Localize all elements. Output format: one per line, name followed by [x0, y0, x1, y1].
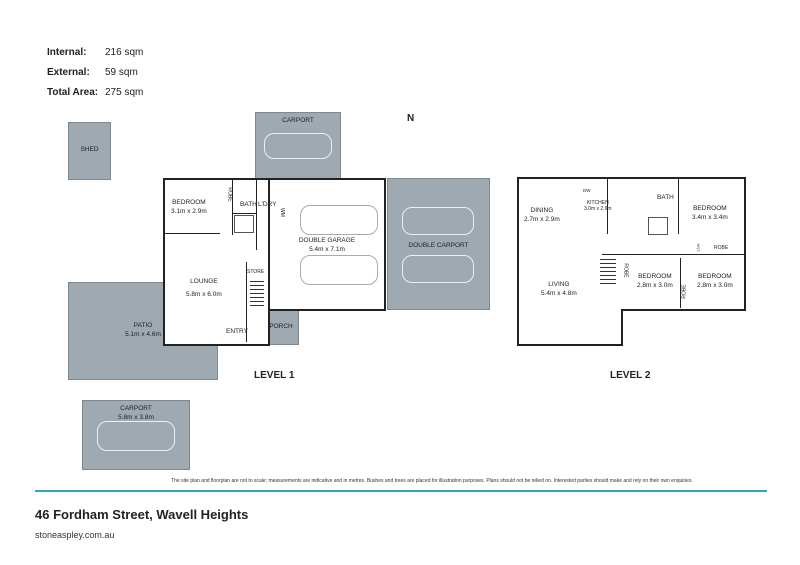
- carport-top: CARPORT: [255, 112, 341, 180]
- robe-label: ROBE: [714, 245, 729, 251]
- stat-external: External:59 sqm: [47, 67, 138, 78]
- car-icon: [300, 205, 378, 235]
- bath-label: BATH: [657, 194, 674, 201]
- stat-internal: Internal:216 sqm: [47, 47, 144, 58]
- shower-icon: [648, 217, 668, 235]
- car-icon: [402, 255, 474, 283]
- shower-icon: [234, 215, 254, 233]
- linen-label: LNN: [695, 243, 701, 252]
- robe-label: ROBE: [681, 284, 688, 299]
- accent-divider: [35, 490, 767, 492]
- bath-label: BATH: [240, 201, 257, 208]
- dishwasher-label: DW: [583, 188, 591, 193]
- stat-total: Total Area:275 sqm: [47, 87, 144, 98]
- entry-label: ENTRY: [226, 328, 248, 335]
- level1-title: LEVEL 1: [254, 370, 295, 381]
- north-indicator: N: [407, 113, 415, 124]
- car-icon: [402, 207, 474, 235]
- shed: SHED: [68, 122, 111, 180]
- car-icon: [97, 421, 175, 451]
- level1-house: [163, 178, 270, 346]
- robe-label: ROBE: [226, 187, 233, 202]
- store-label: STORE: [247, 269, 265, 275]
- level2-bedroom-wing: [621, 177, 746, 311]
- robe-label: ROBE: [622, 263, 629, 278]
- level2-title: LEVEL 2: [610, 370, 651, 381]
- double-carport: DOUBLE CARPORT: [387, 178, 490, 310]
- washing-machine-label: WM: [278, 208, 285, 217]
- car-icon: [300, 255, 378, 285]
- website-link[interactable]: stoneaspley.com.au: [35, 530, 115, 540]
- disclaimer: The site plan and floorplan are not to s…: [171, 478, 693, 484]
- double-garage: DOUBLE GARAGE 5.4m x 7.1m: [268, 178, 386, 311]
- carport-bottom: CARPORT 5.8m x 3.8m: [82, 400, 190, 470]
- laundry-label: L'DRY: [258, 201, 277, 208]
- property-address: 46 Fordham Street, Wavell Heights: [35, 507, 249, 522]
- stairs-icon: [250, 278, 264, 308]
- stairs-icon: [600, 256, 616, 286]
